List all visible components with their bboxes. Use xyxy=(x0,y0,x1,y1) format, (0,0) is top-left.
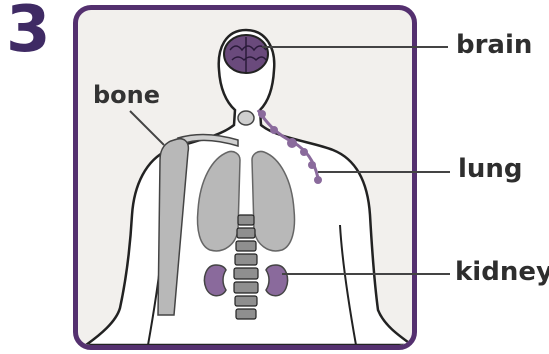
body-illustration xyxy=(78,10,412,345)
kidney-label: kidney xyxy=(455,259,549,285)
lung-label: lung xyxy=(458,156,523,182)
left-kidney xyxy=(204,265,226,296)
lymph-node xyxy=(258,110,266,118)
step-number: 3 xyxy=(6,0,51,62)
lymph-node xyxy=(308,161,316,169)
body-illustration-frame xyxy=(73,5,417,350)
lung-leader-line xyxy=(318,171,450,173)
right-kidney xyxy=(266,265,288,296)
lymph-node xyxy=(300,148,308,156)
thyroid-organ xyxy=(238,111,254,125)
kidney-leader-line xyxy=(282,273,450,275)
lymph-node xyxy=(287,138,297,148)
brain-label: brain xyxy=(456,32,532,58)
lymph-node xyxy=(270,126,278,134)
bone-label: bone xyxy=(93,83,160,107)
lymph-node xyxy=(314,176,322,184)
brain-leader-line xyxy=(262,46,448,48)
